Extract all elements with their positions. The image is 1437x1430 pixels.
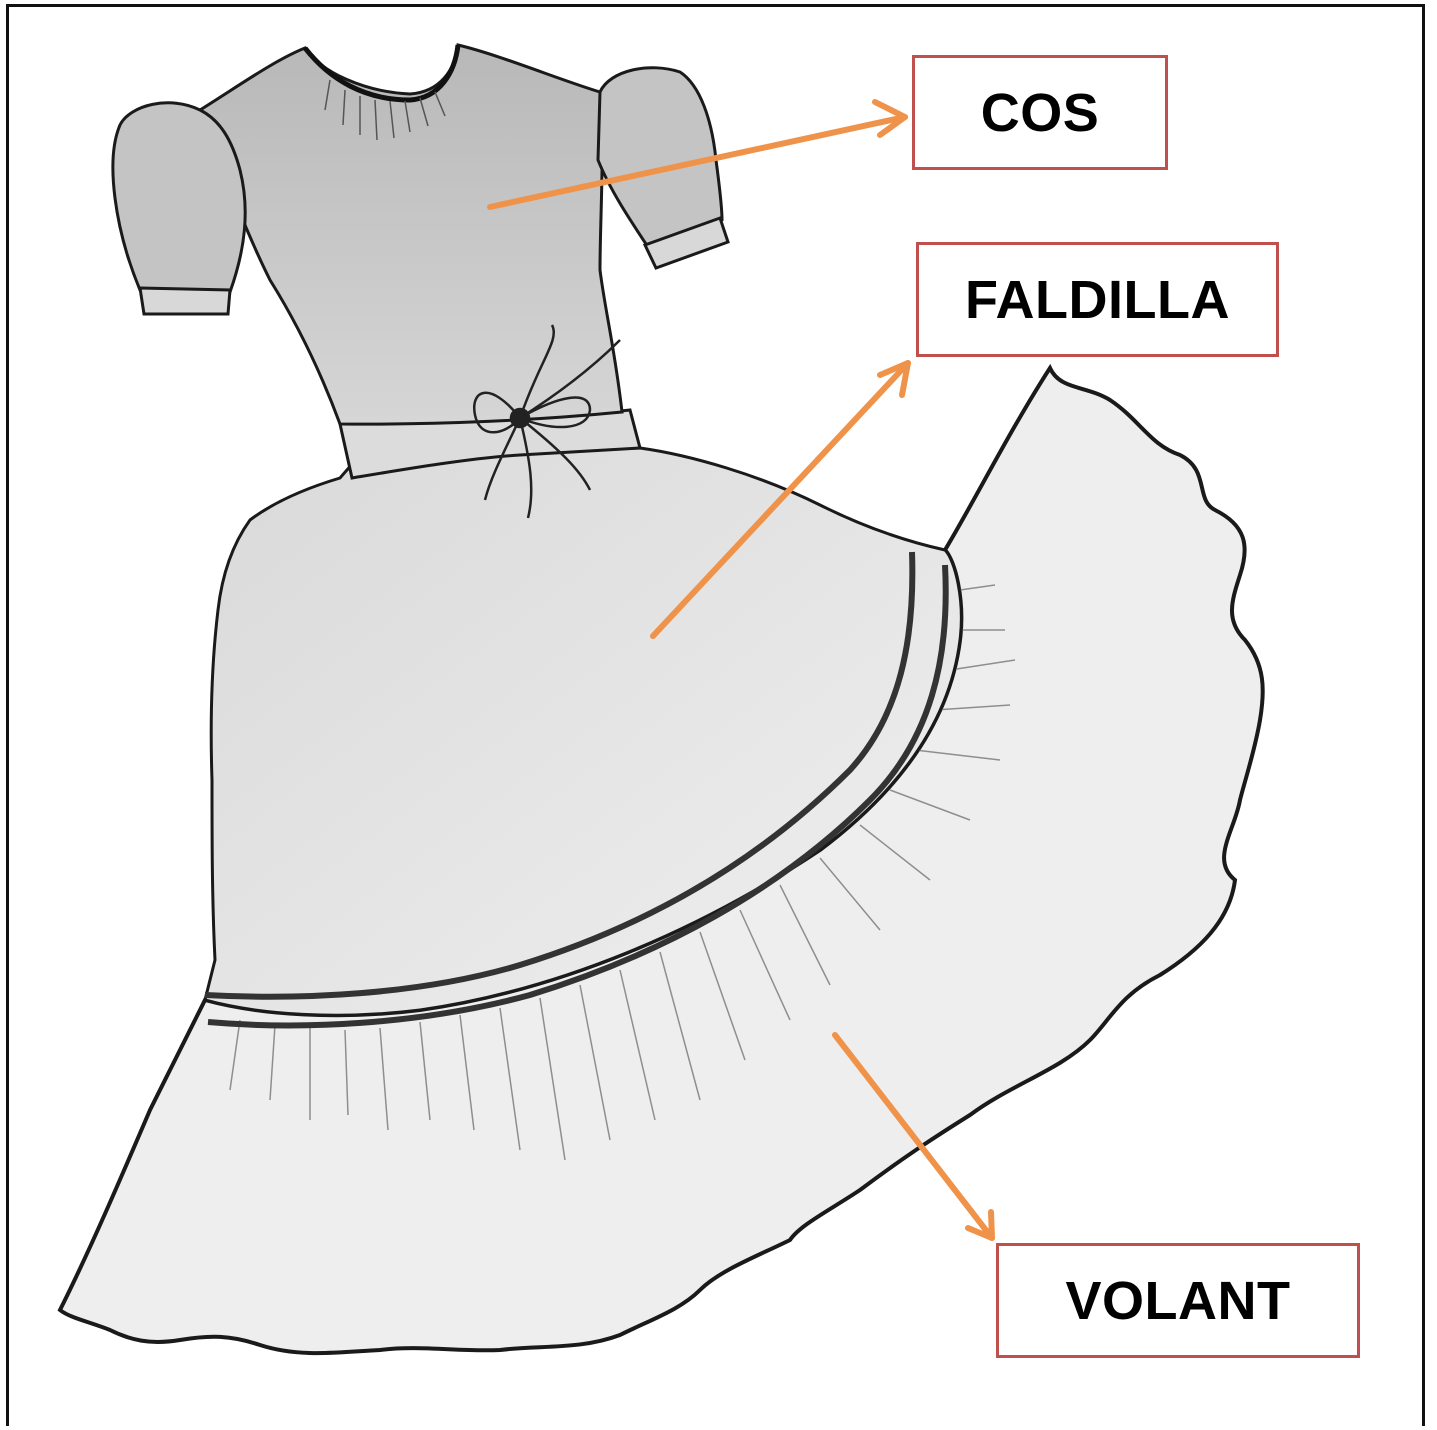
label-volant: VOLANT xyxy=(996,1243,1360,1358)
label-faldilla-text: FALDILLA xyxy=(965,269,1230,331)
label-cos: COS xyxy=(912,55,1168,170)
label-cos-text: COS xyxy=(981,82,1100,144)
label-faldilla: FALDILLA xyxy=(916,242,1279,357)
left-cuff xyxy=(140,288,230,314)
label-volant-text: VOLANT xyxy=(1066,1270,1291,1332)
